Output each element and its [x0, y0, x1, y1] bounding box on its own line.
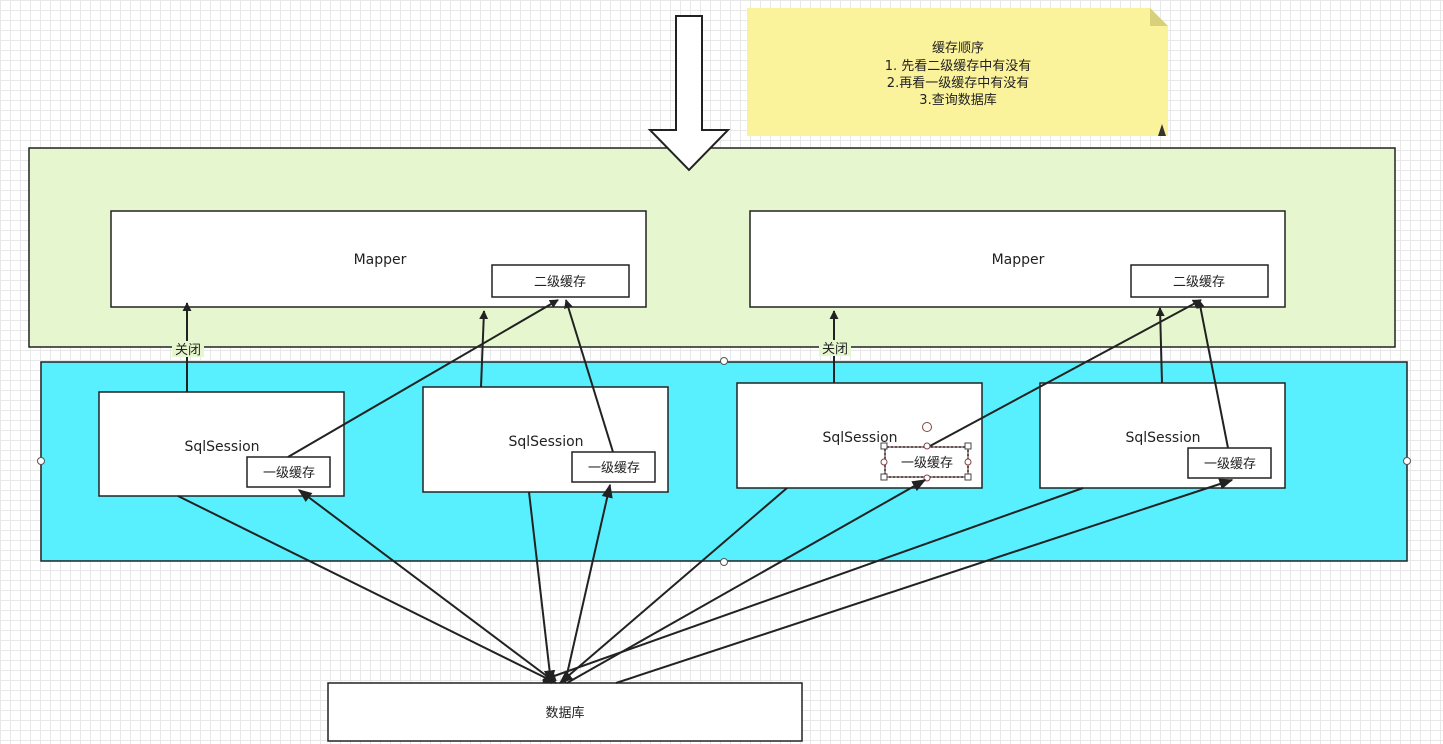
first-level-cache-box-2[interactable]: [571, 451, 656, 483]
note-line-2: 1. 先看二级缓存中有没有: [885, 58, 1032, 74]
selection-handle-tr[interactable]: [964, 442, 972, 450]
selection-handle-ml[interactable]: [880, 458, 888, 466]
second-level-cache-label-2: 二级缓存: [1173, 275, 1225, 290]
selection-handle-mt[interactable]: [923, 442, 931, 450]
arrow-l1-4-to-l2-2[interactable]: [1196, 299, 1229, 449]
note-line-4: 3.查询数据库: [919, 92, 996, 108]
arrow-db-to-l1-1[interactable]: [297, 489, 557, 684]
big-down-arrow[interactable]: [647, 15, 731, 172]
sqlsession-label-1: SqlSession: [184, 439, 259, 455]
selection-handle-br[interactable]: [964, 473, 972, 481]
selection-handle-tl[interactable]: [880, 442, 888, 450]
arrow-l1-3-to-l2-2[interactable]: [929, 299, 1202, 447]
selection-handle-mr[interactable]: [964, 458, 972, 466]
selection-handle-bl[interactable]: [880, 473, 888, 481]
note-corner-mark: [1158, 124, 1166, 136]
arrow-db-to-l1-2[interactable]: [564, 483, 613, 684]
first-level-cache-label-1: 一级缓存: [263, 466, 315, 481]
second-level-cache-box-2[interactable]: [1130, 264, 1269, 298]
note-shape[interactable]: [747, 8, 1168, 136]
arrow-db-to-l1-3[interactable]: [566, 479, 927, 684]
sqlsession-label-4: SqlSession: [1125, 430, 1200, 446]
arrow-session4-to-mapper2[interactable]: [1155, 307, 1165, 384]
arrow-session2-to-mapper1[interactable]: [479, 310, 489, 388]
first-level-cache-label-4: 一级缓存: [1204, 457, 1256, 472]
arrow-session1-to-db[interactable]: [177, 495, 558, 684]
note-line-1: 缓存顺序: [932, 41, 984, 56]
arrow-db-to-l1-4[interactable]: [615, 478, 1234, 684]
arrow-session4-to-db[interactable]: [541, 487, 1084, 682]
mapper-label-1: Mapper: [354, 252, 407, 268]
database-label: 数据库: [545, 705, 584, 721]
selection-handle-top[interactable]: [720, 357, 728, 365]
rotate-handle[interactable]: [922, 422, 932, 432]
arrow-session2-to-db[interactable]: [528, 491, 556, 685]
mapper-label-2: Mapper: [992, 252, 1045, 268]
sqlsession-label-3: SqlSession: [822, 430, 897, 446]
second-level-cache-box-1[interactable]: [491, 264, 630, 298]
selection-handle-bottom[interactable]: [720, 558, 728, 566]
note-fold: [1150, 8, 1168, 26]
close-label-bg-2: [819, 340, 851, 356]
first-level-cache-label-3: 一级缓存: [901, 456, 953, 471]
arrow-session3-to-db[interactable]: [558, 487, 788, 684]
selection-handle-right[interactable]: [1403, 457, 1411, 465]
first-level-cache-box-4[interactable]: [1187, 447, 1272, 479]
selection-handle-left[interactable]: [37, 457, 45, 465]
first-level-cache-label-2: 一级缓存: [588, 461, 640, 476]
first-level-cache-box-1[interactable]: [246, 456, 331, 488]
arrow-l1-2-to-l2-1[interactable]: [564, 299, 614, 453]
close-label-bg-1: [172, 341, 204, 357]
arrow-l1-to-l2-1[interactable]: [287, 299, 559, 458]
second-level-cache-label-1: 二级缓存: [534, 275, 586, 290]
close-label-1: 关闭: [175, 343, 201, 358]
note-line-3: 2.再看一级缓存中有没有: [887, 75, 1029, 91]
sqlsession-label-2: SqlSession: [508, 434, 583, 450]
close-label-2: 关闭: [822, 342, 848, 357]
